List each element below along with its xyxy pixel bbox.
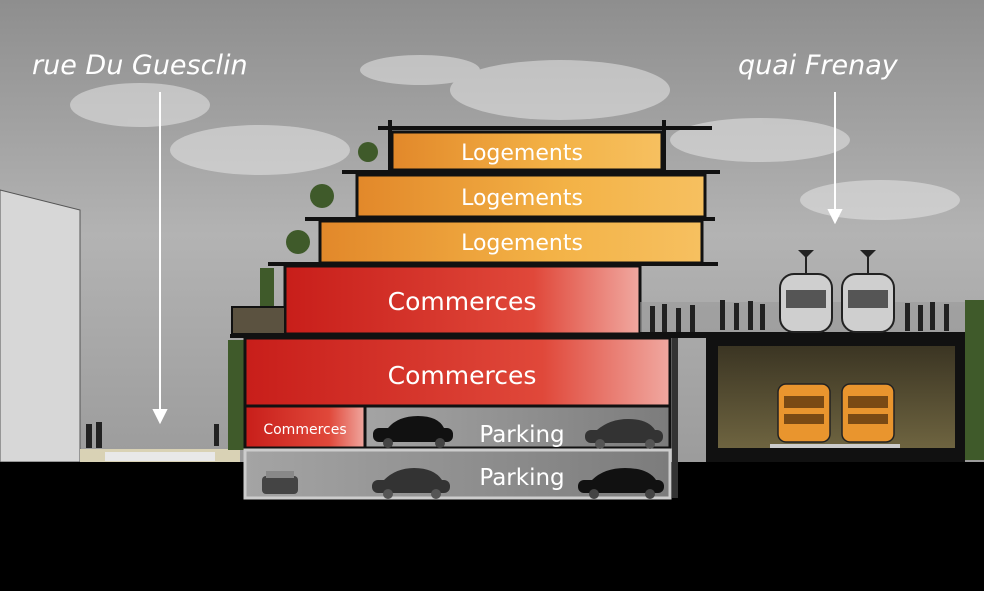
street-label-left: rue Du Guesclin [32, 50, 248, 81]
street-label-right: quai Frenay [738, 50, 899, 81]
floor-logements-2 [355, 173, 707, 219]
floor-commerces-2 [243, 336, 672, 408]
car-icon [373, 416, 453, 448]
label-logements-1: Logements [461, 141, 583, 166]
label-parking-1: Parking [479, 422, 564, 448]
car-icon [372, 468, 450, 499]
floor-parking-2 [243, 448, 672, 500]
car-icon [262, 471, 298, 494]
floor-commerces-1 [283, 264, 642, 336]
car-icon [578, 468, 664, 499]
arrows [152, 92, 843, 425]
tram-icon [841, 250, 895, 333]
clouds [70, 55, 960, 220]
label-commerces-small: Commerces [263, 422, 346, 438]
left-road [105, 452, 215, 461]
car-icon [585, 419, 663, 449]
left-building [0, 189, 81, 463]
people [86, 300, 949, 448]
tunnel [718, 346, 955, 448]
metro-icon [841, 383, 895, 443]
arrow-left-head [152, 409, 168, 425]
label-logements-3: Logements [461, 231, 583, 256]
arrow-right-head [827, 209, 843, 225]
station [640, 250, 965, 462]
cars [262, 416, 664, 499]
label-parking-2: Parking [479, 465, 564, 491]
label-commerces-2: Commerces [388, 361, 537, 390]
street-labels: rue Du Guesclin quai Frenay [32, 50, 899, 81]
floor-labels: Logements Logements Logements Commerces … [263, 141, 583, 491]
building [230, 120, 720, 500]
label-logements-2: Logements [461, 186, 583, 211]
tram-icon [779, 250, 833, 333]
vegetation [228, 142, 984, 460]
floor-logements-3 [318, 219, 704, 265]
metro-icon [777, 383, 831, 443]
label-commerces-1: Commerces [388, 287, 537, 316]
